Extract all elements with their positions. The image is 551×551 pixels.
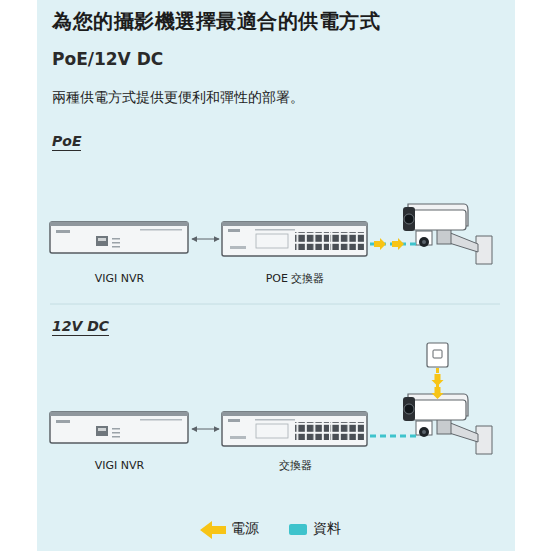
device-node: VIGI NVR — [50, 412, 189, 473]
section-heading: PoE — [52, 133, 81, 151]
description: 兩種供電方式提供更便利和彈性的部署。 — [52, 89, 304, 107]
power-arrow — [432, 374, 444, 386]
camera-device — [403, 394, 492, 454]
device-node: VIGI NVR — [50, 222, 189, 286]
power-arrow — [392, 238, 404, 250]
section-heading: 12V DC — [52, 318, 109, 336]
legend-swatch — [289, 524, 307, 535]
legend-text: 電源 — [231, 520, 259, 538]
camera-device — [403, 204, 492, 264]
device-label: VIGI NVR — [50, 272, 189, 286]
power-plug — [433, 350, 442, 358]
power-outlet — [427, 343, 448, 367]
device-label: VIGI NVR — [50, 459, 189, 473]
divider — [50, 304, 500, 305]
power-arrow — [432, 387, 444, 399]
data-cable — [370, 435, 418, 438]
connector — [192, 239, 219, 240]
device-node: POE 交換器 — [222, 222, 368, 286]
power-arrow — [374, 238, 386, 250]
subtitle: PoE/12V DC — [52, 49, 163, 69]
nvr-device — [50, 222, 188, 253]
legend-arrow — [200, 521, 226, 539]
page-title: 為您的攝影機選擇最適合的供電方式 — [52, 8, 380, 35]
switch-device — [222, 412, 367, 446]
connector — [192, 429, 219, 430]
device-label: 交換器 — [222, 459, 368, 473]
device-label: POE 交換器 — [222, 272, 368, 286]
switch-device — [222, 222, 367, 256]
device-node: 交換器 — [222, 412, 368, 473]
nvr-device — [50, 412, 188, 443]
legend-text: 資料 — [313, 520, 341, 538]
